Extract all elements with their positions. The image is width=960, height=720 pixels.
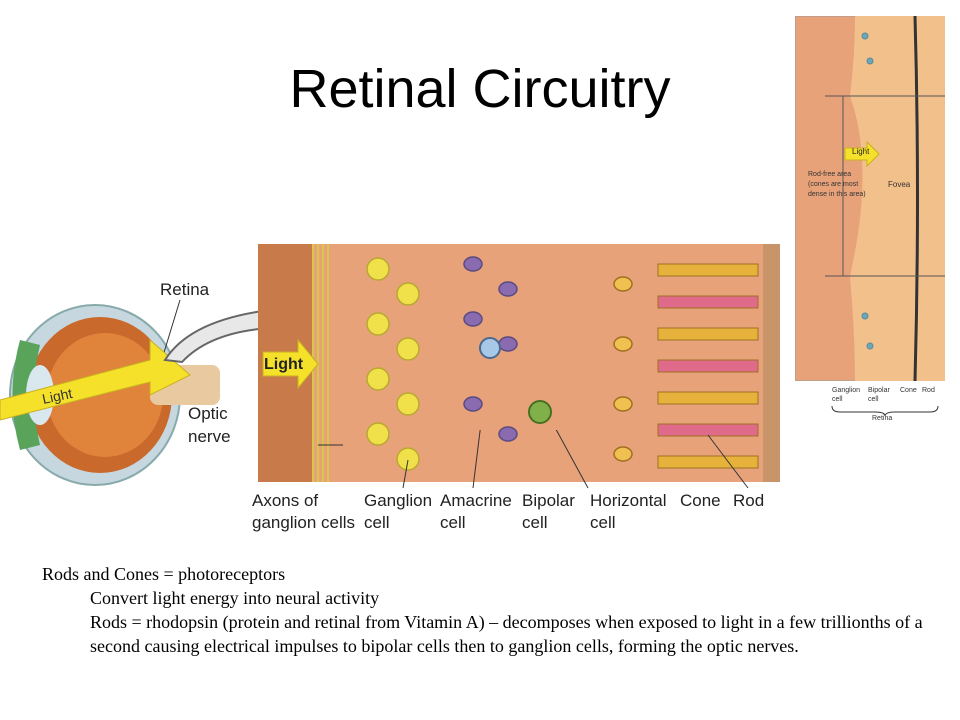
fovea-retina-bracket <box>831 405 939 416</box>
circuit-pointer-lines <box>318 430 749 489</box>
fovea-inset <box>795 16 945 381</box>
fovea-retina-label: Retina <box>872 415 893 422</box>
fovea-light-label: Light <box>852 147 870 156</box>
text-line-3: Rods = rhodopsin (protein and retinal fr… <box>90 612 923 656</box>
text-line-2: Convert light energy into neural activit… <box>90 588 380 608</box>
label-rod: Rod <box>733 491 765 510</box>
fovea-label-cone: Cone <box>900 387 917 394</box>
circuit-light-label: Light <box>264 356 304 373</box>
label-cone: Cone <box>680 491 721 510</box>
fovea-label-rod: Rod <box>922 387 935 394</box>
slide-title: Retinal Circuitry <box>289 59 671 119</box>
optic-nerve-label-1: Optic <box>188 404 228 423</box>
text-line-1: Rods and Cones = photoreceptors <box>42 564 286 584</box>
eye-illustration <box>0 299 220 486</box>
body-text: Rods and Cones = photoreceptors Convert … <box>42 562 942 658</box>
retinal-circuit-panel <box>258 244 780 482</box>
retina-label: Retina <box>160 280 210 299</box>
fovea-label: Fovea <box>888 180 911 189</box>
optic-nerve-label-2: nerve <box>188 427 231 446</box>
